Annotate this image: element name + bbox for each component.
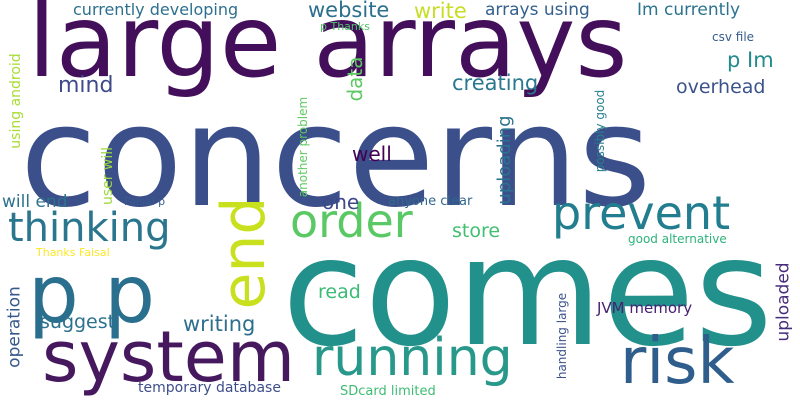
- word-prevent: prevent: [552, 186, 731, 240]
- word-using-android: using android: [8, 53, 24, 149]
- word-well: well: [352, 142, 392, 166]
- word-risk: risk: [620, 325, 735, 399]
- word-jvm-memory: JVM memory: [597, 299, 693, 317]
- word-p-im: p Im: [727, 48, 774, 72]
- word-comes: comes: [282, 206, 773, 380]
- word-faisal-p: Faisal p: [124, 195, 166, 208]
- word-large-arrays: large arrays: [28, 0, 628, 100]
- word-writing: writing: [183, 312, 256, 336]
- word-anyone-clear: anyone clear: [388, 194, 473, 209]
- word-write: write: [414, 0, 467, 23]
- word-one: one: [322, 190, 360, 214]
- word-concerns: concerns: [20, 76, 652, 239]
- word-p-p: p p: [28, 248, 155, 341]
- word-user-will: user will: [100, 146, 116, 206]
- word-good-alternative: good alternative: [628, 232, 727, 246]
- word-running: running: [312, 328, 513, 388]
- word-system: system: [42, 316, 296, 398]
- word-operation: operation: [4, 286, 25, 368]
- word-order: order: [290, 194, 413, 248]
- word-thanks-faisal: Thanks Faisal: [36, 246, 110, 259]
- word-data: data: [343, 56, 367, 102]
- word-suggest: suggest: [40, 311, 116, 333]
- word-currently-developing: currently developing: [73, 0, 239, 19]
- word-website: website: [308, 0, 390, 22]
- word-p-thanks: p Thanks: [320, 20, 370, 33]
- word-will-end: will end: [2, 192, 68, 212]
- word-creating: creating: [452, 71, 539, 95]
- word-end: end: [209, 196, 279, 310]
- word-temporary-database: temporary database: [138, 380, 281, 396]
- word-csv-file: csv file: [712, 30, 755, 44]
- word-possibly-good: possibly good: [593, 89, 607, 173]
- word-overhead: overhead: [676, 76, 766, 98]
- word-uploaded: uploaded: [773, 262, 794, 342]
- word-thinking: thinking: [8, 205, 171, 251]
- word-another-problem: another problem: [296, 96, 310, 198]
- word-im-currently: Im currently: [637, 0, 741, 20]
- word-mind: mind: [58, 73, 114, 98]
- word-read: read: [318, 281, 361, 303]
- word-sdcard-limited: SDcard limited: [340, 384, 436, 399]
- word-uploading: uploading: [494, 115, 515, 205]
- word-store: store: [452, 220, 501, 242]
- word-arrays-using: arrays using: [485, 0, 590, 20]
- word-handling-large: handling large: [555, 292, 569, 380]
